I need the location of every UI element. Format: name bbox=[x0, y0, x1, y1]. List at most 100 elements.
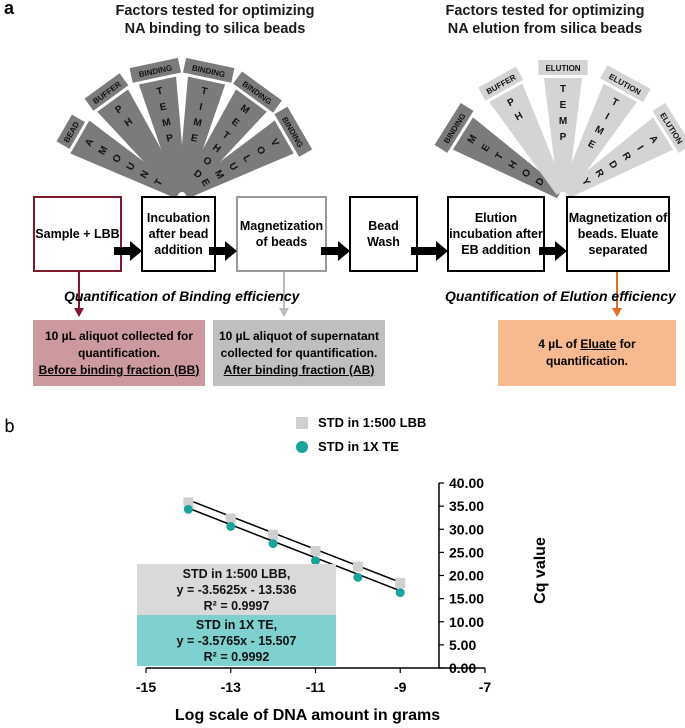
arrow-3 bbox=[321, 241, 350, 261]
step-magnetization-eluate: Magnetization of beads. Eluate separated bbox=[566, 196, 670, 272]
y-tick-label: 0.00 bbox=[449, 660, 476, 676]
fan-letter: M bbox=[161, 117, 171, 129]
elution-factors-heading: Factors tested for optimizing NA elution… bbox=[425, 2, 665, 38]
fan-tag-bg bbox=[233, 71, 282, 113]
data-point-te bbox=[353, 572, 363, 582]
x-tick-label: -9 bbox=[394, 679, 407, 695]
fan-wedge bbox=[544, 78, 582, 192]
fan-tag-bg bbox=[434, 102, 474, 153]
legend-square-marker bbox=[296, 416, 308, 429]
eq-te-r2: R² = 0.9992 bbox=[203, 649, 270, 664]
fan-letter: T bbox=[200, 86, 208, 98]
fan-letter: T bbox=[153, 177, 166, 188]
fan-letter: P bbox=[506, 96, 517, 109]
y-tick-label: 40.00 bbox=[449, 475, 484, 491]
panel-b-letter: b bbox=[4, 416, 15, 437]
before-binding-box: 10 µL aliquot collected for quantificati… bbox=[33, 320, 205, 386]
data-point-lbb bbox=[268, 529, 279, 540]
eluate-word: Eluate bbox=[580, 337, 617, 351]
fan-tag-bg bbox=[182, 57, 235, 83]
equation-te-box: STD in 1X TE, y = -3.5765x - 15.507 R² =… bbox=[137, 615, 336, 666]
fan-letter: P bbox=[560, 132, 567, 143]
y-tick-label: 15.00 bbox=[449, 591, 484, 607]
data-point-te bbox=[268, 539, 278, 549]
step-sample-lbb: Sample + LBB bbox=[33, 196, 122, 272]
fan-tag-bg bbox=[56, 114, 85, 149]
eq-lbb-r2: R² = 0.9997 bbox=[203, 598, 270, 613]
fan-wedge bbox=[452, 117, 563, 199]
x-tick-label: -15 bbox=[136, 679, 156, 695]
x-tick-label: -7 bbox=[479, 679, 492, 695]
quant-binding-title: Quantification of Binding efficiency bbox=[64, 288, 300, 304]
legend-te: STD in 1X TE bbox=[296, 439, 399, 454]
elution-heading-line-2: NA elution from silica beads bbox=[447, 21, 643, 37]
fan-tag-bg bbox=[600, 65, 651, 103]
arrow-1 bbox=[114, 241, 142, 261]
fan-wedge bbox=[177, 76, 226, 194]
fan-wedge bbox=[182, 120, 294, 199]
arrow-4 bbox=[411, 241, 448, 261]
fan-letter: N bbox=[139, 169, 152, 181]
fan-wedge bbox=[560, 83, 637, 195]
fan-letter: T bbox=[220, 129, 231, 141]
fan-letter: L bbox=[240, 153, 253, 164]
fan-letter: D bbox=[534, 176, 547, 188]
arrow-5 bbox=[539, 241, 567, 261]
fan-letter: I bbox=[603, 111, 611, 122]
fan-tag-bg bbox=[652, 102, 685, 153]
fan-tag-bg bbox=[274, 106, 313, 157]
data-point-lbb bbox=[310, 545, 321, 556]
eq-lbb-equation: y = -3.5625x - 13.536 bbox=[176, 582, 297, 597]
data-point-lbb bbox=[225, 513, 236, 524]
bb-arrowhead bbox=[74, 308, 84, 317]
equation-lbb-box: STD in 1:500 LBB, y = -3.5625x - 13.536 … bbox=[137, 564, 336, 615]
fan-letter: A bbox=[647, 134, 660, 146]
series-te bbox=[183, 504, 405, 598]
step-bead-wash: Bead Wash bbox=[349, 196, 418, 272]
fan-wedge bbox=[97, 89, 184, 196]
eq-lbb-title: STD in 1:500 LBB, bbox=[182, 566, 291, 581]
trendline bbox=[188, 507, 401, 592]
ab-text: 10 µL aliquot of supernatant collected f… bbox=[218, 328, 380, 360]
fan-letter: E bbox=[159, 101, 168, 113]
eluate-arrowhead bbox=[612, 308, 622, 317]
fan-letter: M bbox=[559, 116, 567, 127]
data-point-te bbox=[226, 521, 236, 531]
eq-te-equation: y = -3.5765x - 15.507 bbox=[176, 633, 297, 648]
legend-lbb-label: STD in 1:500 LBB bbox=[318, 415, 427, 430]
fan-letter: T bbox=[560, 84, 566, 95]
fan-wedge bbox=[563, 117, 674, 199]
y-tick-label: 30.00 bbox=[449, 521, 484, 537]
fan-letter: I bbox=[634, 144, 645, 152]
y-tick-label: 25.00 bbox=[449, 544, 484, 560]
y-tick-label: 35.00 bbox=[449, 498, 484, 514]
binding-heading-line-2: NA binding to silica beads bbox=[124, 21, 306, 37]
eluate-pre: 4 µL of bbox=[538, 337, 581, 351]
fan-letter: E bbox=[190, 133, 199, 145]
fan-tag-label: ELUTION bbox=[545, 64, 580, 73]
fan-tag-bg bbox=[538, 60, 588, 75]
y-tick-label: 5.00 bbox=[449, 637, 476, 653]
data-point-lbb bbox=[183, 497, 194, 508]
fan-letter: I bbox=[198, 102, 203, 113]
fan-letter: V bbox=[268, 137, 281, 149]
arrow-2 bbox=[209, 241, 237, 261]
fan-letter: H bbox=[507, 159, 520, 171]
after-binding-box: 10 µL aliquot of supernatant collected f… bbox=[213, 320, 385, 386]
eluate-box: 4 µL of Eluate for quantification. bbox=[498, 320, 676, 386]
fan-letter: E bbox=[199, 177, 212, 189]
legend-circle-marker bbox=[296, 440, 308, 453]
fan-letter: D bbox=[606, 159, 619, 171]
fan-letter: E bbox=[480, 142, 493, 154]
x-tick-label: -11 bbox=[306, 679, 326, 695]
y-tick-label: 10.00 bbox=[449, 614, 484, 630]
process-arrows bbox=[74, 241, 622, 317]
